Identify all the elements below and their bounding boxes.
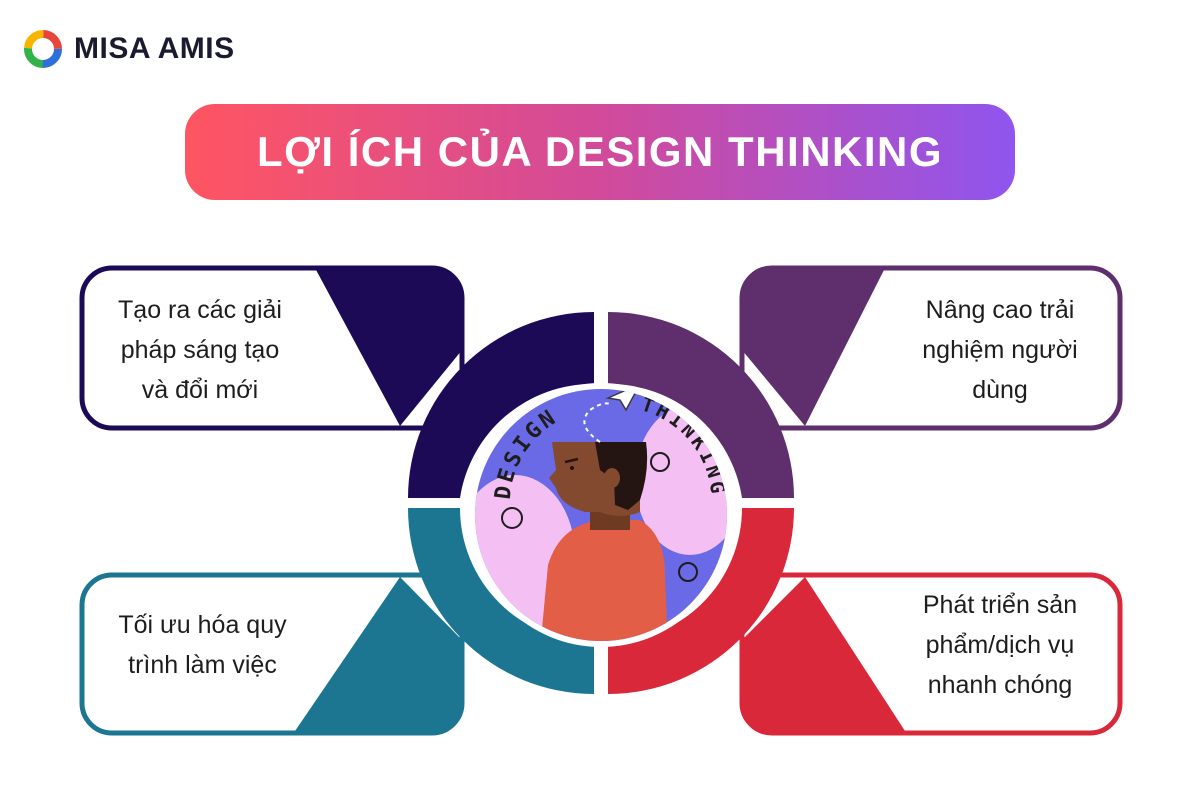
benefit-card-2 <box>739 265 1123 431</box>
ring-segment-4 <box>608 508 794 694</box>
person-head-icon <box>549 442 648 516</box>
benefit-text-2: Nâng cao trải nghiệm người dùng <box>922 296 1078 404</box>
benefit-text-3: Tối ưu hóa quy trình làm việc <box>118 611 287 679</box>
benefit-text-4: Phát triển sản phẩm/dịch vụ nhanh chóng <box>922 591 1078 699</box>
title-banner: LỢI ÍCH CỦA DESIGN THINKING <box>185 104 1015 200</box>
logo-icon <box>24 30 62 68</box>
benefit-text-1: Tạo ra các giải pháp sáng tạo và đổi mới <box>118 296 282 404</box>
benefit-card-4 <box>739 572 1123 736</box>
brand-logo: MISA AMIS <box>22 28 235 70</box>
ring-segment-3 <box>408 508 594 694</box>
page-title: LỢI ÍCH CỦA DESIGN THINKING <box>256 128 944 175</box>
card-accent <box>295 577 462 731</box>
card-accent <box>315 268 462 426</box>
card-accent <box>742 268 885 426</box>
brand-name: MISA AMIS <box>74 32 235 65</box>
card-accent <box>742 577 905 731</box>
ring-segment-1 <box>408 312 594 498</box>
ring-segment-2 <box>608 312 794 498</box>
benefit-card-3 <box>79 572 465 736</box>
benefit-card-1 <box>79 265 465 431</box>
